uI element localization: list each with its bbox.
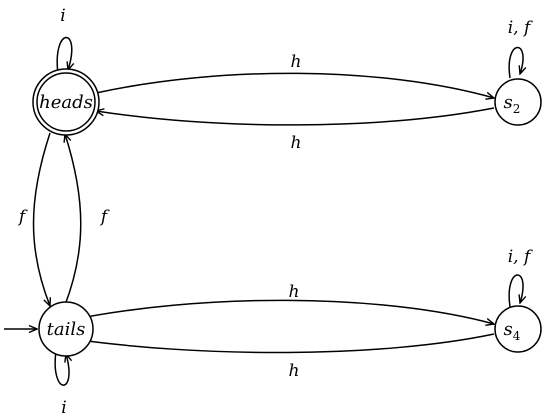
state-heads: heads [32, 68, 100, 136]
label-heads-loop: i [60, 6, 65, 26]
label-tails-loop: i [61, 398, 66, 418]
label-heads-to-tails: f [17, 207, 28, 227]
edge-heads-to-tails [32, 132, 51, 306]
state-s4-label: s4 [504, 319, 521, 343]
state-heads-label: heads [39, 92, 93, 113]
edge-tails-to-heads [65, 134, 82, 306]
edge-tails-to-s4 [65, 299, 494, 324]
edge-s2-to-heads [96, 107, 495, 126]
edge-s4-to-tails [66, 333, 495, 354]
label-tails-to-s4: h [289, 282, 300, 302]
loop-heads [56, 36, 72, 75]
label-s2-to-heads: h [291, 133, 302, 153]
loop-s4 [508, 274, 523, 308]
loop-s2 [508, 46, 523, 79]
state-s2: s2 [494, 78, 542, 126]
label-s4-loop: i, f [508, 247, 533, 267]
label-s2-loop: i, f [508, 18, 533, 38]
label-tails-to-heads: f [99, 207, 110, 227]
edge-heads-to-s2 [95, 72, 494, 98]
label-s4-to-tails: h [289, 361, 300, 381]
state-s4: s4 [494, 305, 542, 353]
state-tails: tails [38, 301, 94, 357]
label-heads-to-s2: h [291, 52, 302, 72]
state-s2-label: s2 [504, 92, 521, 116]
loop-tails [54, 350, 69, 386]
state-tails-label: tails [47, 319, 86, 340]
